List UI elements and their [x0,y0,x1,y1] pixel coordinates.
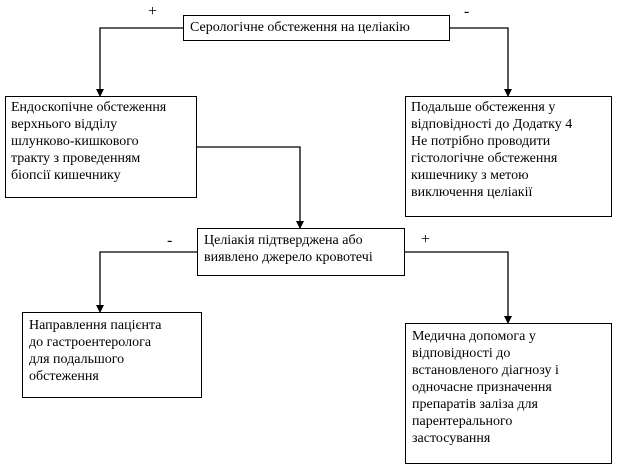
label-mid-plus: + [421,231,431,248]
edge-serology-to-further [450,27,512,97]
edge-serology-to-endoscopy [96,27,183,97]
node-referral: Направлення пацієнта до гастроентеролога… [22,312,202,398]
edge-endoscopy-to-confirmed [197,146,304,229]
node-further: Подальше обстеження у відповідності до Д… [405,96,612,217]
label-top-plus: + [148,3,158,20]
node-endoscopy: Ендоскопічне обстеження верхнього відділ… [5,96,197,198]
label-mid-minus: - [167,232,173,249]
node-confirmed: Целіакія підтверджена або виявлено джере… [197,228,405,276]
edge-confirmed-to-referral [96,251,197,313]
edge-confirmed-to-care [405,251,512,324]
node-serology: Серологічне обстеження на целіакію [183,15,450,41]
label-top-minus: - [464,3,470,20]
node-care: Медична допомога у відповідності до вста… [405,323,612,464]
